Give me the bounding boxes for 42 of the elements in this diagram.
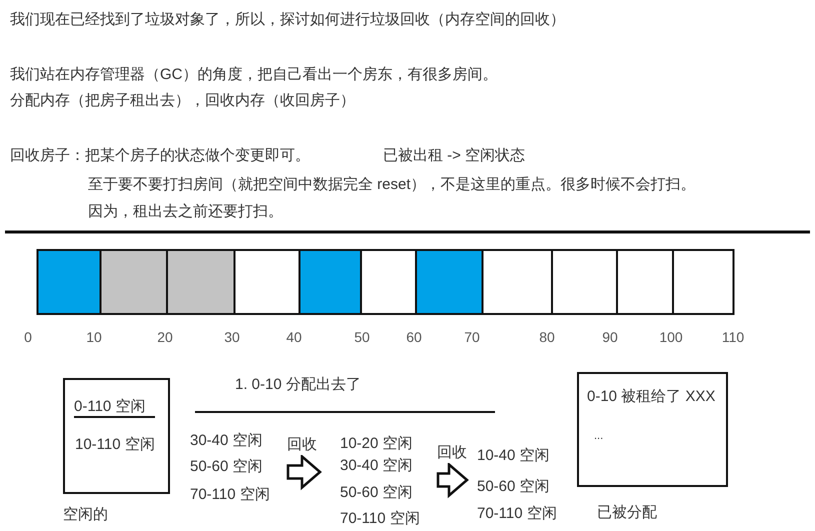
ellipsis-text: ... xyxy=(594,429,604,444)
list-item: 50-60 空闲 xyxy=(477,477,550,497)
list-item: 70-110 空闲 xyxy=(477,504,557,524)
tick-label: 40 xyxy=(286,328,302,347)
list-item: 10-110 空闲 xyxy=(75,435,155,455)
step-heading: 1. 0-10 分配出去了 xyxy=(235,375,361,395)
paragraph: 我们现在已经找到了垃圾对象了，所以，探讨如何进行垃圾回收（内存空间的回收） xyxy=(10,10,565,30)
tick-label: 90 xyxy=(602,328,618,347)
list-item: 0-110 空闲 xyxy=(74,398,156,418)
box-label: 空闲的 xyxy=(63,505,108,525)
paragraph: 我们站在内存管理器（GC）的角度，把自己看出一个房东，有很多房间。 xyxy=(10,65,498,85)
paragraph: 分配内存（把房子租出去），回收内存（收回房子） xyxy=(10,91,355,111)
list-item: 50-60 空闲 xyxy=(340,483,413,503)
box-label: 已被分配 xyxy=(597,503,657,523)
list-item: 30-40 空闲 xyxy=(340,456,413,476)
hollow-arrow xyxy=(436,462,469,498)
tick-label: 10 xyxy=(86,328,102,347)
paragraph: 至于要不要打扫房间（就把空间中数据完全 reset），不是这里的重点。很多时候不会打扫。 xyxy=(88,175,696,195)
list-box xyxy=(63,378,170,494)
list-item: 30-40 空闲 xyxy=(190,431,263,451)
tick-label: 50 xyxy=(354,328,370,347)
tick-label: 110 xyxy=(722,328,744,347)
list-item: 0-10 被租给了 XXX xyxy=(587,387,716,407)
list-box xyxy=(577,372,728,487)
list-item: 10-20 空闲 xyxy=(340,434,413,454)
note-text: 已被出租 -> 空闲状态 xyxy=(383,146,526,166)
list-item: 50-60 空闲 xyxy=(190,457,263,477)
tick-label: 20 xyxy=(157,328,173,347)
edge-label: 回收 xyxy=(287,435,317,455)
list-item: 70-110 空闲 xyxy=(340,509,420,529)
edge-label: 回收 xyxy=(437,443,467,463)
list-item: 10-40 空闲 xyxy=(477,446,550,466)
paragraph: 因为，租出去之前还要打扫。 xyxy=(88,202,283,222)
paragraph: 回收房子：把某个房子的状态做个变更即可。 xyxy=(10,146,310,166)
tick-label: 100 xyxy=(659,328,683,347)
tick-label: 80 xyxy=(539,328,555,347)
tick-label: 60 xyxy=(406,328,422,347)
tick-label: 30 xyxy=(224,328,240,347)
tick-label: 0 xyxy=(24,328,32,347)
list-item: 70-110 空闲 xyxy=(190,485,270,505)
hollow-arrow xyxy=(286,454,322,490)
tick-label: 70 xyxy=(464,328,480,347)
